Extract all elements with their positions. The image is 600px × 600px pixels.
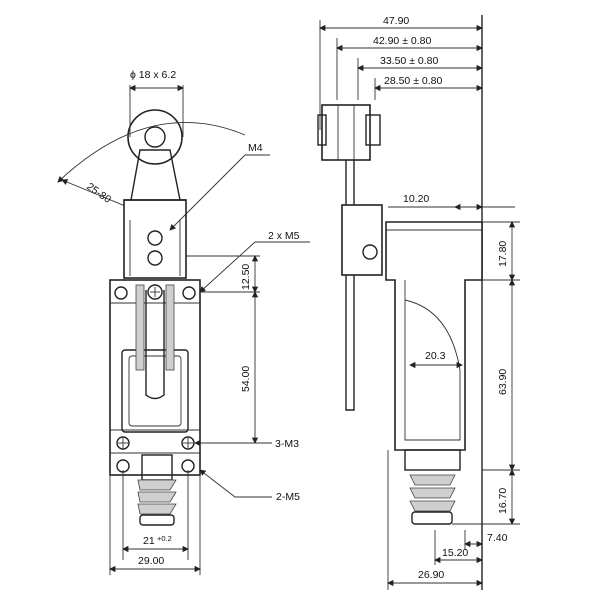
lever-screw (147, 250, 163, 266)
dim-26-90: 26.90 (418, 569, 444, 581)
m4-label: M4 (248, 142, 263, 154)
m5-top-label: 2 x M5 (268, 230, 300, 242)
m4-leader (169, 154, 246, 231)
dim-15-20: 15.20 (442, 547, 468, 559)
dim-33-50: 33.50 ± 0.80 (380, 55, 438, 67)
m5-bottom-leader (199, 469, 272, 498)
plunger-center (145, 290, 165, 400)
dim-17-80: 17.80 (497, 241, 509, 267)
serrated-plunger-left (135, 284, 145, 371)
front-view: 25-80 (57, 69, 310, 575)
mounting-screws-top (114, 284, 196, 300)
dim-21: 21 (143, 535, 155, 547)
lever-screw (147, 230, 163, 246)
cable-gland (137, 454, 177, 526)
lever-block-side (341, 204, 383, 276)
serrated-plunger-right (165, 284, 175, 371)
radius-label: 25-80 (84, 181, 113, 206)
dim-16-70: 16.70 (497, 488, 509, 514)
dim-29-00: 29.00 (138, 555, 164, 567)
actuator-rod (345, 160, 355, 411)
lever-block (123, 199, 187, 279)
m3-label: 3-M3 (275, 438, 299, 450)
dim-20-3: 20.3 (425, 350, 446, 362)
side-view: 47.90 42.90 ± 0.80 33.50 ± 0.80 28.50 ± … (317, 15, 520, 590)
dim-21-tolerance: +0.2 (157, 534, 172, 543)
m5-top-leader (199, 241, 256, 293)
dim-63-90: 63.90 (497, 369, 509, 395)
roller-side (317, 104, 381, 161)
dim-12-50: 12.50 (240, 264, 252, 290)
radius-arc (57, 121, 246, 183)
roller-diameter-label: ϕ 18 x 6.2 (130, 69, 176, 81)
switch-body (109, 279, 201, 476)
dim-42-90: 42.90 ± 0.80 (373, 35, 431, 47)
dim-47-90: 47.90 (383, 15, 409, 27)
dim-7-40: 7.40 (487, 532, 508, 544)
actuator-window (121, 349, 189, 433)
dim-54-00: 54.00 (240, 366, 252, 392)
dim-28-50: 28.50 ± 0.80 (384, 75, 442, 87)
m5-bottom-label: 2-M5 (276, 491, 300, 503)
dim-10-20: 10.20 (403, 193, 429, 205)
switch-body-side (385, 221, 483, 525)
roller-arm (130, 149, 181, 201)
roller (127, 109, 183, 165)
